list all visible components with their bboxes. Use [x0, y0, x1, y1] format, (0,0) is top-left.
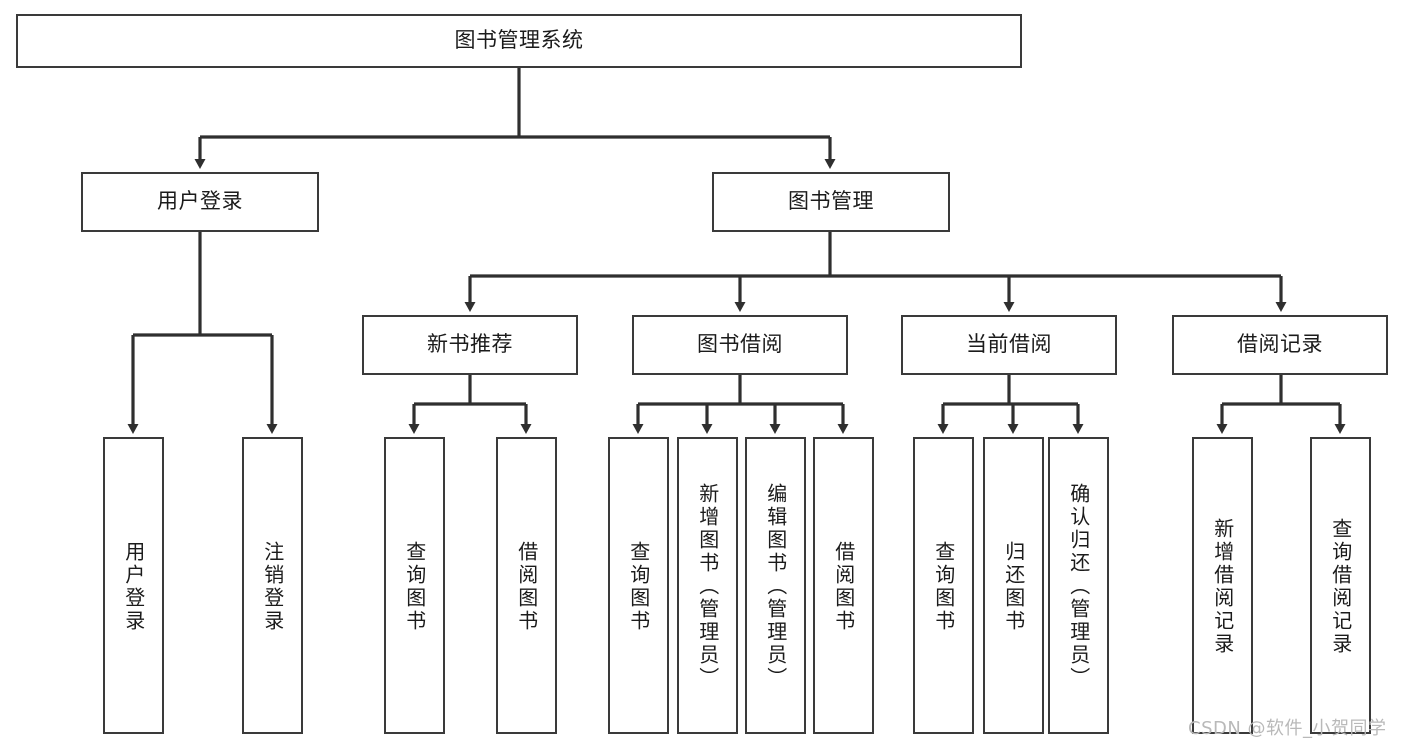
leaf-add-record-label: 新增借阅记录: [1210, 517, 1235, 656]
leaf-borrow-book-1[interactable]: 借阅图书: [496, 437, 557, 734]
leaf-query-book-2-label: 查询图书: [626, 540, 651, 633]
node-book-borrow[interactable]: 图书借阅: [632, 315, 848, 375]
leaf-query-book-2[interactable]: 查询图书: [608, 437, 669, 734]
node-new-book-recommend[interactable]: 新书推荐: [362, 315, 578, 375]
node-book-borrow-label: 图书借阅: [697, 332, 783, 357]
leaf-return-book[interactable]: 归还图书: [983, 437, 1044, 734]
leaf-query-record[interactable]: 查询借阅记录: [1310, 437, 1371, 734]
node-borrow-record[interactable]: 借阅记录: [1172, 315, 1388, 375]
leaf-add-book-label: 新增图书（管理员）: [695, 483, 720, 690]
node-borrow-record-label: 借阅记录: [1237, 332, 1323, 357]
leaf-logout-login[interactable]: 注销登录: [242, 437, 303, 734]
leaf-confirm-return-label: 确认归还（管理员）: [1066, 483, 1091, 690]
node-user-login-label: 用户登录: [157, 189, 243, 214]
leaf-user-login-label: 用户登录: [121, 540, 146, 633]
node-book-manage[interactable]: 图书管理: [712, 172, 950, 232]
leaf-query-book-3[interactable]: 查询图书: [913, 437, 974, 734]
leaf-user-login[interactable]: 用户登录: [103, 437, 164, 734]
node-book-manage-label: 图书管理: [788, 189, 874, 214]
node-root[interactable]: 图书管理系统: [16, 14, 1022, 68]
leaf-confirm-return[interactable]: 确认归还（管理员）: [1048, 437, 1109, 734]
node-root-label: 图书管理系统: [454, 28, 584, 53]
node-current-borrow[interactable]: 当前借阅: [901, 315, 1117, 375]
node-current-borrow-label: 当前借阅: [966, 332, 1052, 357]
node-new-book-recommend-label: 新书推荐: [427, 332, 513, 357]
leaf-edit-book-label: 编辑图书（管理员）: [763, 483, 788, 690]
leaf-query-record-label: 查询借阅记录: [1328, 517, 1353, 656]
leaf-query-book-1-label: 查询图书: [402, 540, 427, 633]
leaf-return-book-label: 归还图书: [1001, 540, 1026, 633]
leaf-query-book-1[interactable]: 查询图书: [384, 437, 445, 734]
csdn-watermark: CSDN @软件_小贺同学: [1188, 718, 1387, 739]
leaf-query-book-3-label: 查询图书: [931, 540, 956, 633]
leaf-logout-login-label: 注销登录: [260, 540, 285, 633]
leaf-edit-book[interactable]: 编辑图书（管理员）: [745, 437, 806, 734]
leaf-borrow-book-1-label: 借阅图书: [514, 540, 539, 633]
leaf-borrow-book-2-label: 借阅图书: [831, 540, 856, 633]
node-user-login[interactable]: 用户登录: [81, 172, 319, 232]
leaf-borrow-book-2[interactable]: 借阅图书: [813, 437, 874, 734]
leaf-add-record[interactable]: 新增借阅记录: [1192, 437, 1253, 734]
leaf-add-book[interactable]: 新增图书（管理员）: [677, 437, 738, 734]
